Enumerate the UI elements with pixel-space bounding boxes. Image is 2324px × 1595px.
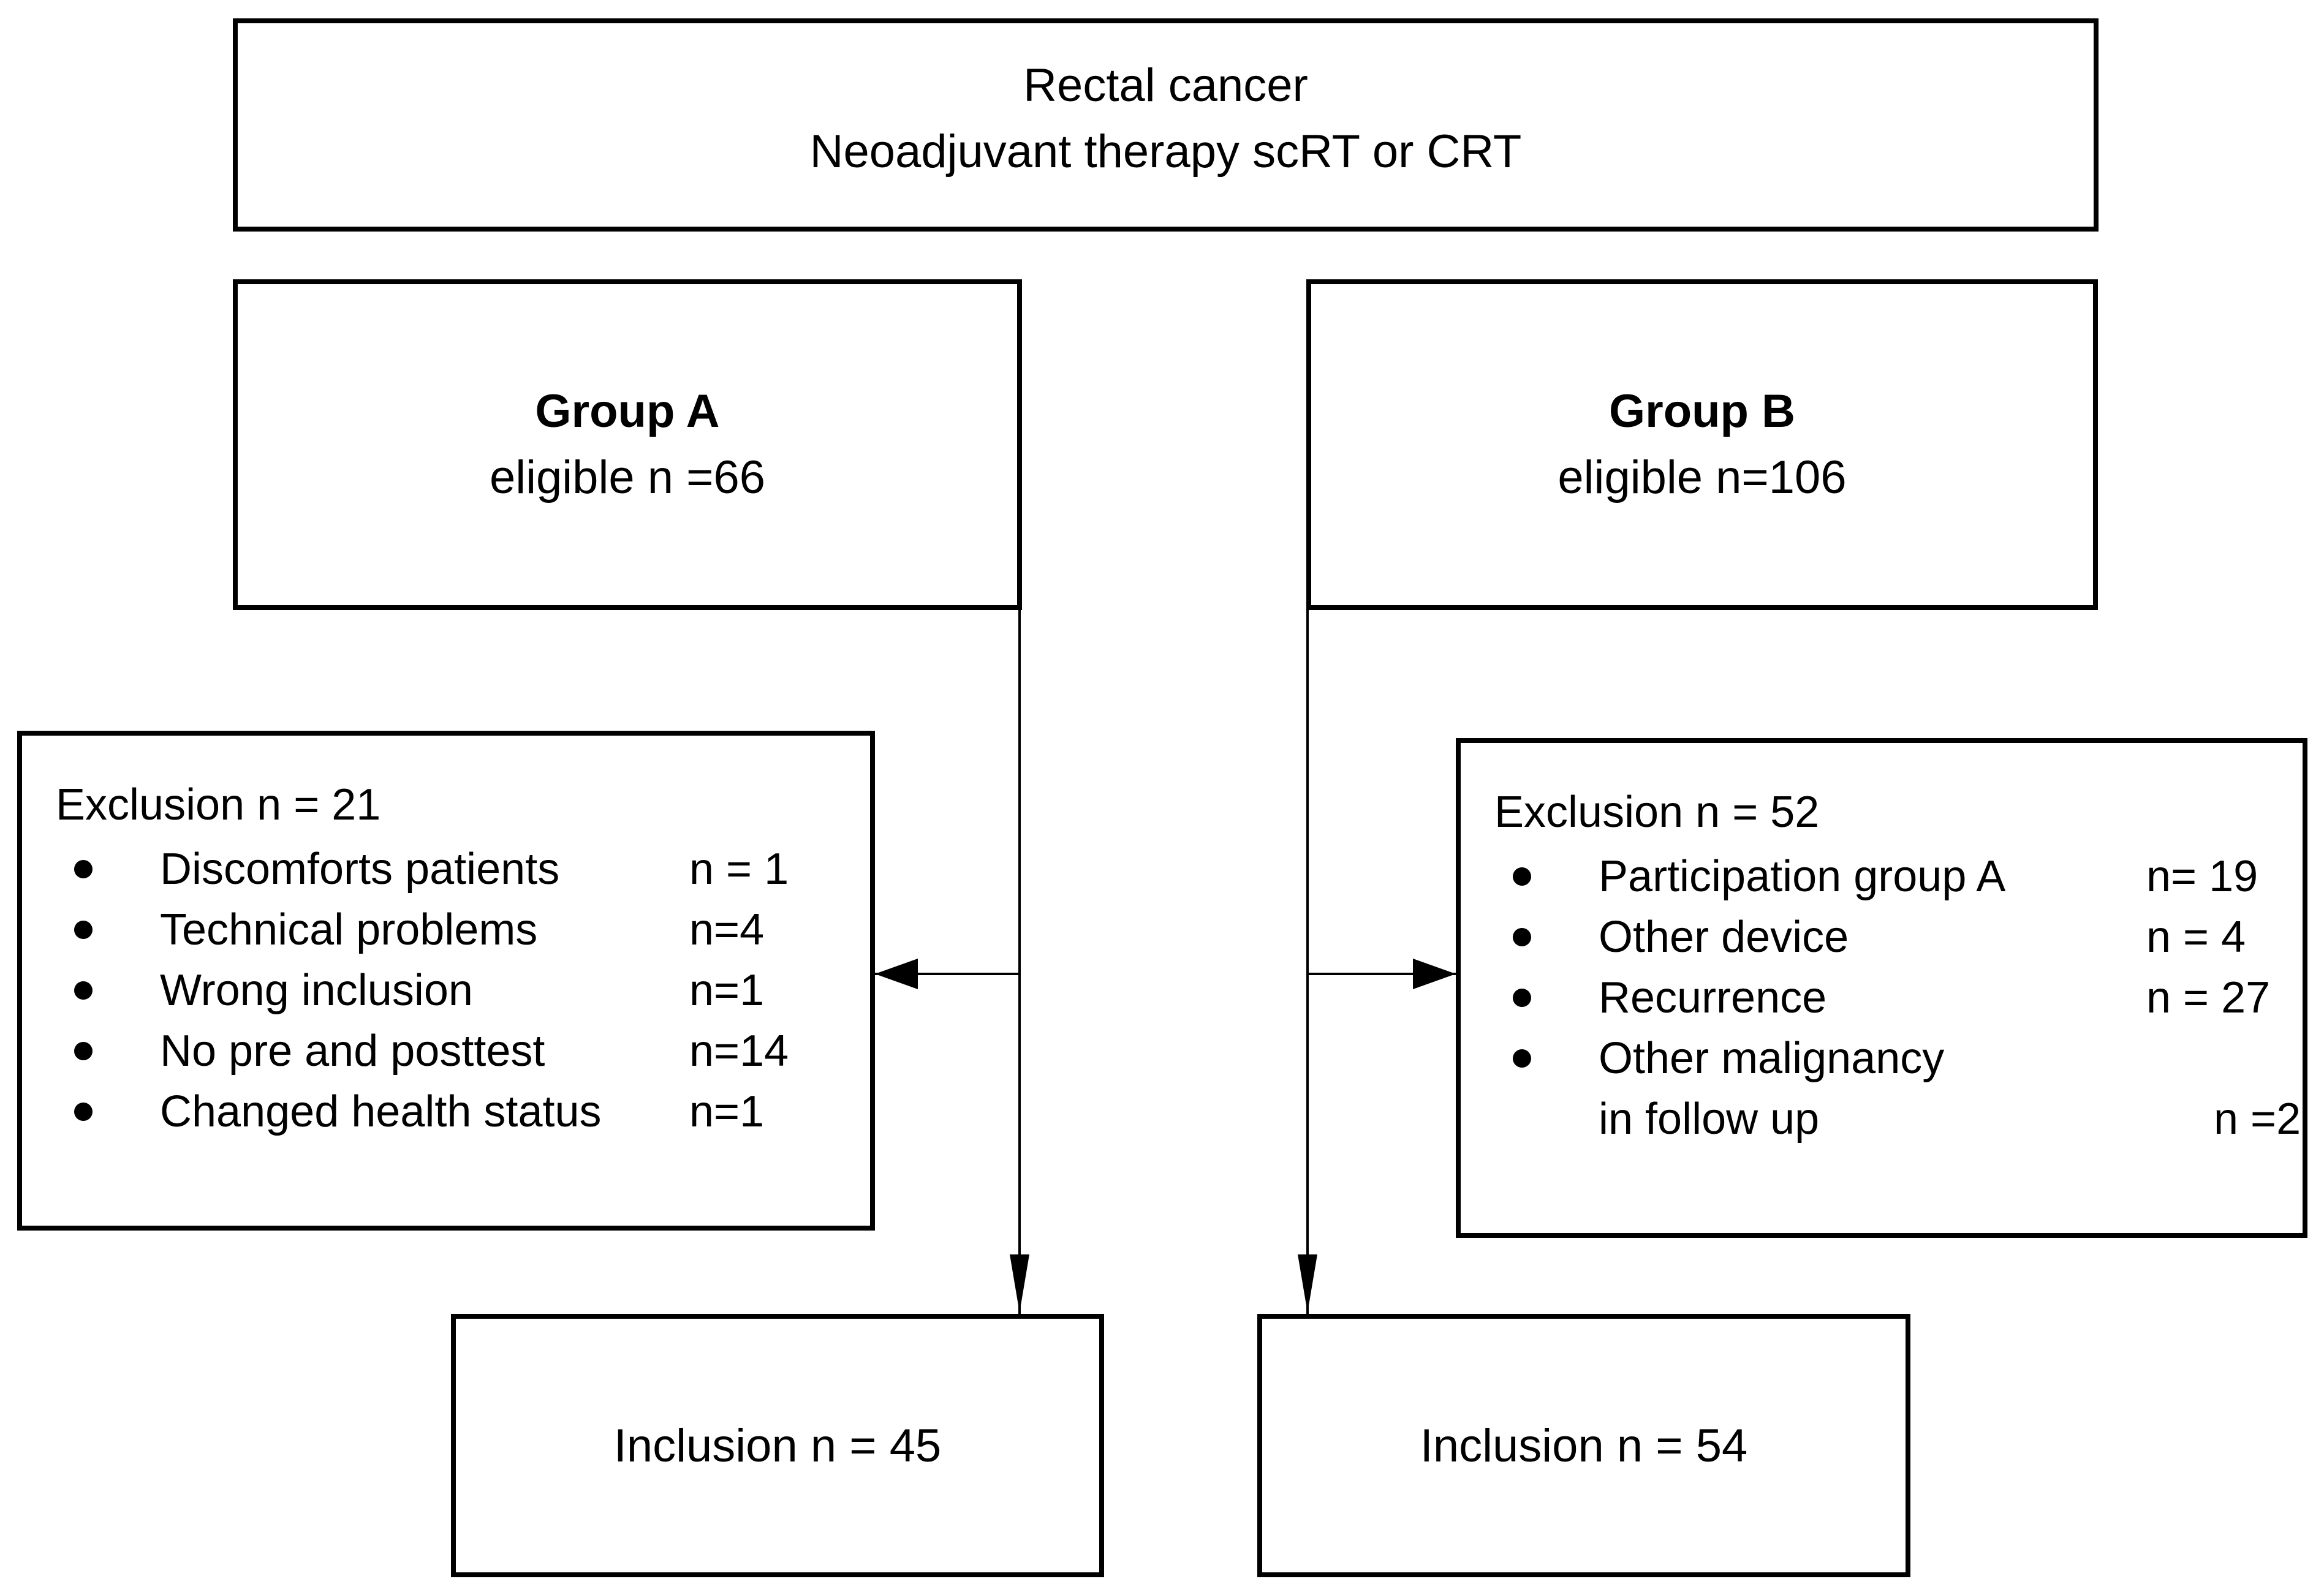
exclusion-a-box: Exclusion n = 21 Discomforts patients n … bbox=[17, 731, 875, 1231]
exclusion-a-item-value: n=14 bbox=[689, 1026, 789, 1076]
exclusion-a-item-label: Changed health status bbox=[160, 1087, 602, 1136]
exclusion-a-item-value: n=1 bbox=[689, 1087, 765, 1136]
group-a-vertical-connector-line bbox=[1018, 609, 1021, 1314]
group-b-eligible: eligible n=106 bbox=[1558, 451, 1847, 503]
exclusion-a-item: Technical problems n=4 bbox=[56, 899, 836, 960]
bullet-icon bbox=[74, 981, 93, 1000]
rectal-cancer-box: Rectal cancer Neoadjuvant therapy scRT o… bbox=[233, 18, 2099, 232]
group-b-vertical-connector-line bbox=[1306, 609, 1309, 1314]
group-a-title: Group A bbox=[535, 385, 720, 437]
exclusion-b-item: Participation group A n= 19 bbox=[1494, 846, 2269, 907]
exclusion-a-item-label: Discomforts patients bbox=[160, 844, 560, 894]
bullet-icon bbox=[1513, 867, 1531, 886]
exclusion-b-item-value: n = 4 bbox=[2146, 912, 2246, 962]
exclusion-b-item-label: in follow up bbox=[1599, 1094, 1820, 1144]
exclusion-b-item-continuation: in follow up n =2 bbox=[1494, 1088, 2301, 1149]
exclusion-a-item-value: n=4 bbox=[689, 905, 765, 954]
inclusion-a-label: Inclusion n = 45 bbox=[613, 1419, 942, 1472]
bullet-icon bbox=[1513, 988, 1531, 1007]
inclusion-b-label: Inclusion n = 54 bbox=[1420, 1419, 1748, 1472]
arrow-right-icon bbox=[1413, 959, 1456, 989]
arrow-left-icon bbox=[875, 959, 918, 989]
exclusion-b-item-value: n= 19 bbox=[2146, 851, 2258, 901]
exclusion-b-title: Exclusion n = 52 bbox=[1494, 788, 1820, 837]
exclusion-b-item-label: Other device bbox=[1599, 912, 1849, 962]
bullet-icon bbox=[74, 859, 93, 878]
exclusion-b-item: Other device n = 4 bbox=[1494, 907, 2269, 967]
exclusion-a-item: Wrong inclusion n=1 bbox=[56, 960, 836, 1020]
group-a-eligible: eligible n =66 bbox=[489, 451, 766, 503]
group-b-box: Group B eligible n=106 bbox=[1306, 279, 2098, 610]
exclusion-b-item: Other malignancy bbox=[1494, 1028, 2269, 1088]
exclusion-a-horizontal-connector-line bbox=[875, 973, 1021, 975]
bullet-icon bbox=[1513, 1049, 1531, 1068]
arrow-down-icon bbox=[1298, 1254, 1317, 1313]
exclusion-b-item-value: n = 27 bbox=[2146, 973, 2271, 1022]
exclusion-b-item: Recurrence n = 27 bbox=[1494, 967, 2271, 1028]
exclusion-b-box: Exclusion n = 52 Participation group A n… bbox=[1456, 738, 2307, 1238]
exclusion-b-item-label: Participation group A bbox=[1599, 851, 2006, 901]
bullet-icon bbox=[74, 920, 93, 939]
exclusion-a-item: Discomforts patients n = 1 bbox=[56, 839, 836, 899]
top-box-line1: Rectal cancer bbox=[1023, 59, 1308, 111]
inclusion-b-box: Inclusion n = 54 bbox=[1257, 1314, 1910, 1577]
exclusion-a-item: Changed health status n=1 bbox=[56, 1081, 836, 1142]
exclusion-b-item-value: n =2 bbox=[2214, 1094, 2301, 1144]
bullet-icon bbox=[74, 1102, 93, 1121]
exclusion-b-item-label: Recurrence bbox=[1599, 973, 1827, 1022]
exclusion-a-item: No pre and posttest n=14 bbox=[56, 1020, 836, 1081]
exclusion-b-item-label: Other malignancy bbox=[1599, 1033, 1945, 1083]
group-b-title: Group B bbox=[1609, 385, 1795, 437]
group-a-box: Group A eligible n =66 bbox=[233, 279, 1022, 610]
bullet-icon bbox=[74, 1041, 93, 1060]
exclusion-a-item-label: No pre and posttest bbox=[160, 1026, 545, 1076]
top-box-line2: Neoadjuvant therapy scRT or CRT bbox=[809, 126, 1522, 178]
inclusion-a-box: Inclusion n = 45 bbox=[451, 1314, 1104, 1577]
exclusion-b-horizontal-connector-line bbox=[1308, 973, 1456, 975]
exclusion-a-item-label: Wrong inclusion bbox=[160, 965, 473, 1015]
arrow-down-icon bbox=[1010, 1254, 1029, 1313]
bullet-icon bbox=[1513, 927, 1531, 946]
exclusion-a-title: Exclusion n = 21 bbox=[56, 780, 381, 829]
exclusion-a-item-value: n=1 bbox=[689, 965, 765, 1015]
exclusion-a-item-label: Technical problems bbox=[160, 905, 538, 954]
exclusion-a-item-value: n = 1 bbox=[689, 844, 789, 894]
